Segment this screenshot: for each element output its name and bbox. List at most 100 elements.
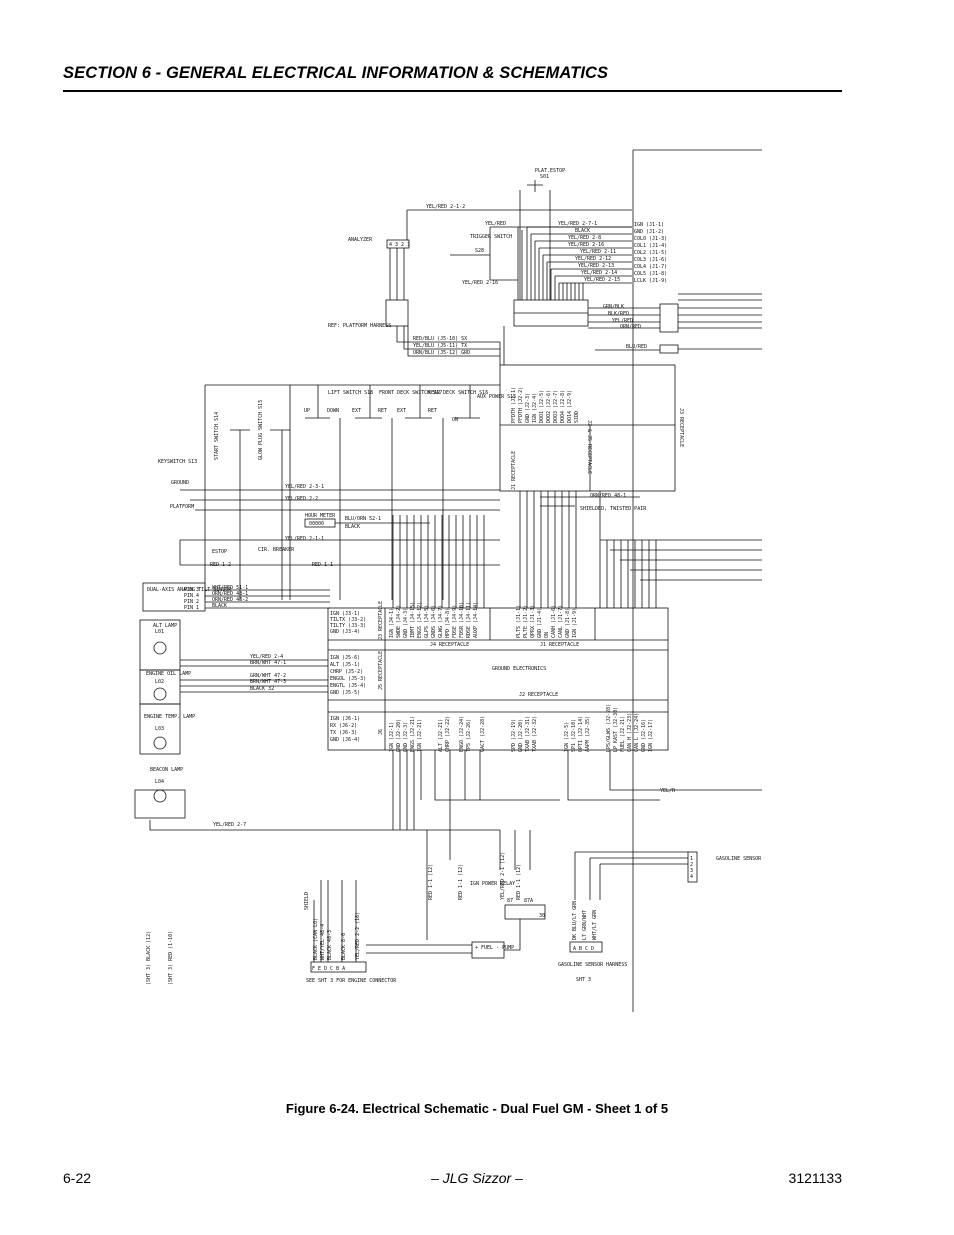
svg-text:ORN/RED: ORN/RED bbox=[620, 324, 641, 330]
aux-power-switch-label: AUX POWER S15 bbox=[477, 394, 516, 400]
lamp-wire-labels: YEL/RED 2-4 BRN/WHT 47-1 GRN/WHT 47-2 BR… bbox=[250, 654, 286, 692]
svg-text:YEL/RED 2-1-1: YEL/RED 2-1-1 bbox=[285, 536, 324, 542]
svg-text:YEL/RED 2-16: YEL/RED 2-16 bbox=[462, 280, 498, 286]
figure-caption: Figure 6-24. Electrical Schematic - Dual… bbox=[285, 1101, 669, 1116]
svg-text:YEL/RED 2-1-2: YEL/RED 2-1-2 bbox=[426, 204, 465, 210]
svg-text:IGN (J2-21): IGN (J2-21) bbox=[417, 719, 423, 752]
front-deck-switch-label: FRONT DECK SWITCH S17 bbox=[379, 390, 442, 396]
svg-text:YEL/RED 2-12: YEL/RED 2-12 bbox=[575, 256, 611, 262]
j1-upper-pin-labels: PFDTH (J2-1) PFDTH (J2-2) GND (J2-3) IGN… bbox=[511, 387, 580, 423]
plat-estop-label: PLAT.ESTOP bbox=[535, 168, 565, 174]
svg-text:SPD (J2-19): SPD (J2-19) bbox=[511, 719, 517, 752]
ign-power-relay bbox=[504, 904, 546, 920]
platform-wire-labels: YEL/RED 2-7-1 BLACK YEL/RED 2-8 YEL/RED … bbox=[558, 221, 620, 283]
svg-text:IGN (J1-9): IGN (J1-9) bbox=[572, 608, 578, 638]
svg-text:WHT/RED 51-1: WHT/RED 51-1 bbox=[212, 585, 248, 591]
svg-text:ENGO (J2-24): ENGO (J2-24) bbox=[459, 716, 465, 752]
svg-text:QPRX (J1-3): QPRX (J1-3) bbox=[530, 605, 536, 638]
svg-text:YEL/RED 2-3-1: YEL/RED 2-3-1 bbox=[285, 484, 324, 490]
j1-receptacle-label-a: J1 RECEPTACLE bbox=[511, 451, 517, 490]
svg-text:BEACON LAMP: BEACON LAMP bbox=[150, 767, 183, 773]
svg-text:YEL/RED 2-7: YEL/RED 2-7 bbox=[213, 822, 246, 828]
svg-text:YEL/RED 2-15: YEL/RED 2-15 bbox=[584, 277, 620, 283]
j1-lower-pin-labels: PLTS (J1-1) PLTE (J1-2) QPRX (J1-3) GND … bbox=[516, 605, 578, 638]
svg-text:RET: RET bbox=[428, 408, 437, 414]
svg-text:ENGS (J4-12): ENGS (J4-12) bbox=[417, 602, 423, 638]
svg-text:TPS (J2-26): TPS (J2-26) bbox=[466, 719, 472, 752]
j1-receptacle-label: J1 RECEPTACLE bbox=[540, 642, 579, 648]
gasoline-harness-connector bbox=[569, 941, 603, 953]
svg-text:CHRP (J5-2): CHRP (J5-2) bbox=[330, 669, 363, 675]
ground-electronics-label: GROUND ELECTRONICS bbox=[492, 666, 546, 672]
hour-meter-label: HOUR METER bbox=[305, 513, 336, 519]
svg-text:YEL/RED 2-2: YEL/RED 2-2 bbox=[285, 496, 318, 502]
svg-text:RED 1-1: RED 1-1 bbox=[312, 562, 333, 568]
svg-text:YEL/RED 2-11: YEL/RED 2-11 bbox=[580, 249, 616, 255]
j3-pin-labels: IGN (J3-1) TILTX (J3-2) TILTY (J3-3) GND… bbox=[330, 611, 366, 635]
alt-lamp: ALT LAMP L01 bbox=[139, 619, 181, 671]
svg-text:BLACK: BLACK bbox=[212, 603, 227, 609]
svg-text:GND (J6-4): GND (J6-4) bbox=[330, 737, 360, 743]
svg-text:A B C D: A B C D bbox=[573, 946, 594, 952]
svg-text:TXAB (J2-32): TXAB (J2-32) bbox=[532, 716, 538, 752]
svg-text:GND (J3-4): GND (J3-4) bbox=[330, 629, 360, 635]
hour-meter-value: 00000 bbox=[309, 521, 324, 527]
svg-text:GLPS (J4-5): GLPS (J4-5) bbox=[424, 605, 430, 638]
svg-text:CANL (J1-7): CANL (J1-7) bbox=[558, 605, 564, 638]
svg-text:YEL/RED: YEL/RED bbox=[612, 318, 633, 324]
tilt-sensor: DUAL-AXIS ANALOG TILT SENSOR PIN 3 PIN 4… bbox=[142, 582, 232, 612]
svg-text:4 3 2 1: 4 3 2 1 bbox=[389, 242, 410, 248]
svg-text:87A: 87A bbox=[524, 898, 533, 904]
svg-text:COL3 (J1-6): COL3 (J1-6) bbox=[634, 257, 667, 263]
svg-text:PFDTH (J2-1): PFDTH (J2-1) bbox=[511, 387, 517, 423]
svg-text:BLACK 32: BLACK 32 bbox=[250, 686, 274, 692]
keyswitch-label: KEYSWITCH S13 bbox=[158, 459, 197, 465]
rear-deck-switch-label: REAR DECK SWITCH S16 bbox=[428, 390, 488, 396]
svg-text:RED 1-2: RED 1-2 bbox=[210, 562, 231, 568]
svg-text:IGN (J4-1): IGN (J4-1) bbox=[389, 608, 395, 638]
svg-text:GRN/BLK: GRN/BLK bbox=[603, 304, 624, 310]
header-rule bbox=[63, 90, 842, 92]
ref-platform-harness: REF: PLATFORM HARNESS bbox=[328, 323, 391, 329]
platform-pin-list: IGN (J1-1) GND (J1-2) COL0 (J1-3) COL1 (… bbox=[634, 222, 667, 284]
svg-text:YEL/RED 2-7-1: YEL/RED 2-7-1 bbox=[558, 221, 597, 227]
svg-text:PIN 3: PIN 3 bbox=[184, 587, 199, 593]
svg-text:DO14 (J2-9): DO14 (J2-9) bbox=[567, 390, 573, 423]
svg-text:GND (J2-16): GND (J2-16) bbox=[641, 719, 647, 752]
svg-text:TILTX (J3-2): TILTX (J3-2) bbox=[330, 617, 366, 623]
svg-text:ENGOL (J5-3): ENGOL (J5-3) bbox=[330, 676, 366, 682]
gasoline-harness-wires: DK BLU/LT GRN LT GRN/WHT WHT/LT GRN bbox=[572, 901, 598, 940]
svg-text:WHT/YEL 48-4: WHT/YEL 48-4 bbox=[320, 924, 326, 960]
circuit-breaker-label: CIR. BREAKER bbox=[258, 547, 295, 553]
svg-text:LT GRN/WHT: LT GRN/WHT bbox=[582, 910, 588, 940]
j2-pin-labels: IGN (J2-1) GND (J2-20) GND (J2-3) ENGS (… bbox=[389, 716, 538, 752]
doc-number: 3121133 bbox=[788, 1170, 842, 1186]
svg-text:SHT 3: SHT 3 bbox=[576, 977, 591, 983]
svg-text:GND (J5-5): GND (J5-5) bbox=[330, 690, 360, 696]
svg-text:BLACK 8-0: BLACK 8-0 bbox=[341, 933, 347, 960]
platform-connector-row bbox=[385, 299, 589, 327]
svg-text:COL0 (J1-3): COL0 (J1-3) bbox=[634, 236, 667, 242]
svg-text:EXT: EXT bbox=[352, 408, 361, 414]
svg-text:IBMT (J4-15): IBMT (J4-15) bbox=[410, 602, 416, 638]
svg-text:S01: S01 bbox=[540, 174, 549, 180]
svg-text:RET: RET bbox=[378, 408, 387, 414]
svg-text:YEL/RED 2-4: YEL/RED 2-4 bbox=[250, 654, 283, 660]
svg-text:PIN 2: PIN 2 bbox=[184, 599, 199, 605]
glow-plug-switch-label: GLOW PLUG SWITCH S15 bbox=[258, 400, 264, 460]
j4-pin-labels: IGN (J4-1) SWDE (J4-2) GND (J4-3) IBMT (… bbox=[389, 602, 479, 638]
svg-text:COL4 (J1-7): COL4 (J1-7) bbox=[634, 264, 667, 270]
trigger-switch-label: TRIGGER SWITCH bbox=[470, 234, 512, 240]
svg-text:F E D C B A: F E D C B A bbox=[312, 966, 345, 972]
svg-text:RDSE (J4-11): RDSE (J4-11) bbox=[466, 602, 472, 638]
svg-text:COL2 (J1-5): COL2 (J1-5) bbox=[634, 250, 667, 256]
svg-text:YEL/RED 2-1 (12): YEL/RED 2-1 (12) bbox=[500, 852, 506, 900]
svg-text:ALT (J2-21): ALT (J2-21) bbox=[438, 719, 444, 752]
svg-text:AAPM (J2-35): AAPM (J2-35) bbox=[585, 716, 591, 752]
svg-text:COL5 (J1-8): COL5 (J1-8) bbox=[634, 271, 667, 277]
engine-oil-lamp: ENGINE OIL LAMP L02 bbox=[139, 669, 191, 705]
svg-text:YEL/RED 2-14: YEL/RED 2-14 bbox=[581, 270, 617, 276]
svg-text:YEL/RED 2-8: YEL/RED 2-8 bbox=[568, 235, 601, 241]
svg-text:ON: ON bbox=[544, 632, 550, 638]
